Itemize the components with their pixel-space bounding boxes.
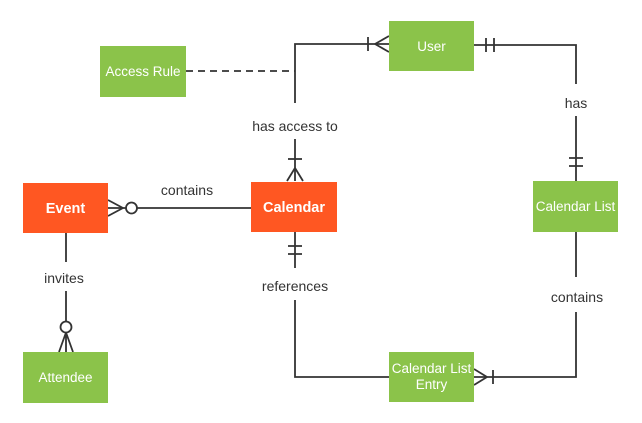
relationship-has-access-to: has access to	[252, 35, 390, 182]
entity-attendee[interactable]: Attendee	[23, 352, 108, 403]
entity-attendee-label: Attendee	[38, 370, 92, 385]
relationship-label: contains	[551, 289, 603, 305]
connector-line	[294, 43, 389, 103]
entity-event-label: Event	[46, 201, 86, 217]
entity-calendar-list-entry-label-line1: Calendar List	[392, 361, 472, 376]
relationship-label: invites	[44, 270, 84, 286]
entity-calendar-label: Calendar	[263, 200, 325, 216]
relationship-contains-event: contains	[107, 182, 251, 217]
connector-line	[474, 312, 577, 378]
entity-access-rule-label: Access Rule	[105, 64, 180, 79]
entity-calendar-list-entry[interactable]: Calendar List Entry	[389, 352, 474, 402]
entity-user-label: User	[417, 39, 446, 54]
entity-calendar-list-label: Calendar List	[536, 199, 616, 214]
relationship-label: has access to	[252, 118, 338, 134]
relationship-invites: invites	[44, 233, 84, 353]
zero-optional-ring-marker	[59, 320, 73, 334]
exactly-one-marker	[485, 38, 495, 52]
entity-event[interactable]: Event	[23, 183, 108, 233]
relationship-contains-list-entry: contains	[473, 232, 603, 386]
relationship-label: has	[565, 95, 588, 111]
relationship-references: references	[262, 232, 389, 378]
entity-calendar[interactable]: Calendar	[251, 182, 337, 232]
crows-foot-many-marker	[58, 332, 74, 353]
connector-line	[474, 44, 577, 84]
crows-foot-many-marker	[473, 368, 488, 386]
entity-user[interactable]: User	[389, 21, 474, 71]
entity-calendar-list[interactable]: Calendar List	[533, 181, 618, 232]
zero-optional-ring-marker	[125, 201, 138, 215]
crows-foot-many-marker	[374, 35, 390, 53]
exactly-one-marker	[569, 157, 583, 167]
entity-calendar-list-entry-label-line2: Entry	[416, 377, 448, 392]
crows-foot-many-marker	[286, 167, 304, 182]
connector-line	[294, 300, 389, 378]
entity-access-rule[interactable]: Access Rule	[100, 46, 186, 97]
relationship-has: has	[474, 38, 587, 181]
relationship-label: contains	[161, 182, 213, 198]
exactly-one-marker	[288, 245, 302, 255]
crows-foot-many-marker	[107, 199, 124, 217]
relationship-label: references	[262, 278, 328, 294]
